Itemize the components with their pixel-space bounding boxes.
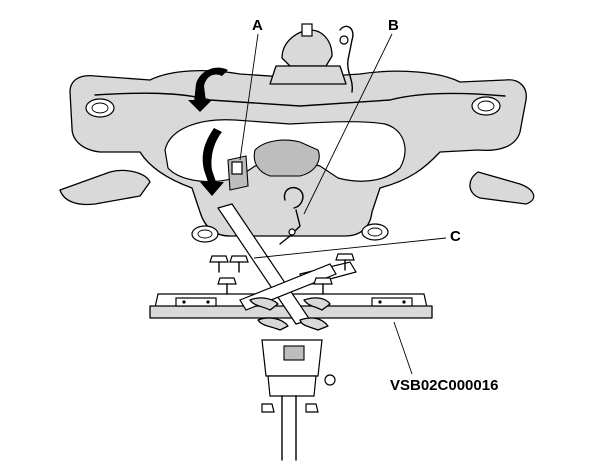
bolt <box>209 255 229 273</box>
callout-a: A <box>252 17 263 34</box>
subframe <box>59 23 535 245</box>
leader-b <box>303 33 393 215</box>
leader-code <box>393 321 413 375</box>
bolt <box>229 255 249 273</box>
bolts <box>209 253 355 295</box>
bolt <box>335 253 355 271</box>
figure-code: VSB02C000016 <box>390 377 498 394</box>
leader-c <box>253 237 447 259</box>
jack-support <box>149 203 433 461</box>
callout-b: B <box>388 17 399 34</box>
callout-c: C <box>450 228 461 245</box>
bolt <box>313 277 333 295</box>
bolt <box>217 277 237 295</box>
leader-a <box>239 33 259 161</box>
rotation-arrow <box>188 67 228 196</box>
leader-lines <box>239 33 447 375</box>
